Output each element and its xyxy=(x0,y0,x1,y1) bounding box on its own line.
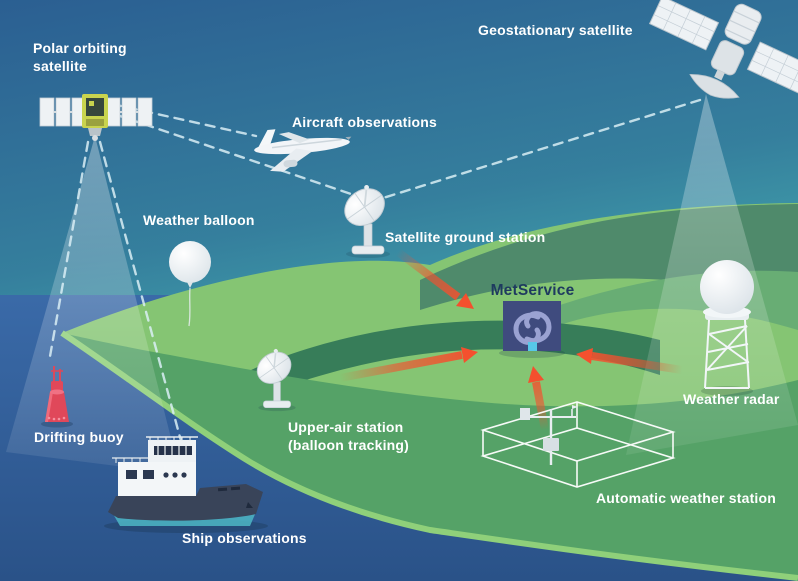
ship-observations-label: Ship observations xyxy=(182,530,307,546)
geostationary-satellite-label: Geostationary satellite xyxy=(478,22,633,38)
weather-balloon-icon xyxy=(169,241,211,327)
satellite-ground-station-icon xyxy=(344,184,390,258)
polar-satellite-beam xyxy=(6,136,180,474)
dashed-data-links xyxy=(47,98,702,454)
link-polar-to-buoy xyxy=(47,140,90,364)
metservice-logo-swirl xyxy=(513,311,552,345)
arrow-radar-to-metservice xyxy=(576,348,683,374)
upper-air-station-icon xyxy=(256,349,296,412)
weather-radar-icon xyxy=(700,260,754,396)
arrow-upper-air-to-metservice xyxy=(339,347,478,382)
upper-air-station-label: Upper-air station (balloon tracking) xyxy=(288,419,410,453)
polar-orbiting-satellite-label: Polar orbiting satellite xyxy=(33,40,127,74)
link-polar-to-ground-station xyxy=(112,112,356,197)
link-polar-to-ship xyxy=(98,140,186,454)
weather-radar-label: Weather radar xyxy=(683,391,780,407)
metservice-door xyxy=(528,342,537,351)
arrow-aws-to-metservice xyxy=(528,366,549,431)
weather-balloon-label: Weather balloon xyxy=(143,212,255,228)
geostationary-satellite-icon xyxy=(648,0,798,99)
arrow-ground-station-to-metservice xyxy=(395,248,474,309)
automatic-weather-station-icon xyxy=(480,401,676,488)
ship-icon xyxy=(104,436,268,533)
metservice-label: MetService xyxy=(490,282,575,299)
automatic-weather-station-label: Automatic weather station xyxy=(596,490,777,506)
satellite-ground-station-label: Satellite ground station xyxy=(385,229,546,245)
metservice-building-icon xyxy=(499,301,565,358)
drifting-buoy-icon xyxy=(41,366,73,428)
link-geo-to-ground-station xyxy=(381,98,702,200)
aircraft-observations-label: Aircraft observations xyxy=(292,114,438,130)
metservice-feed-arrows xyxy=(339,248,683,431)
aircraft-icon xyxy=(254,129,352,172)
drifting-buoy-label: Drifting buoy xyxy=(34,429,124,445)
polar-orbiting-satellite-icon xyxy=(39,94,153,141)
